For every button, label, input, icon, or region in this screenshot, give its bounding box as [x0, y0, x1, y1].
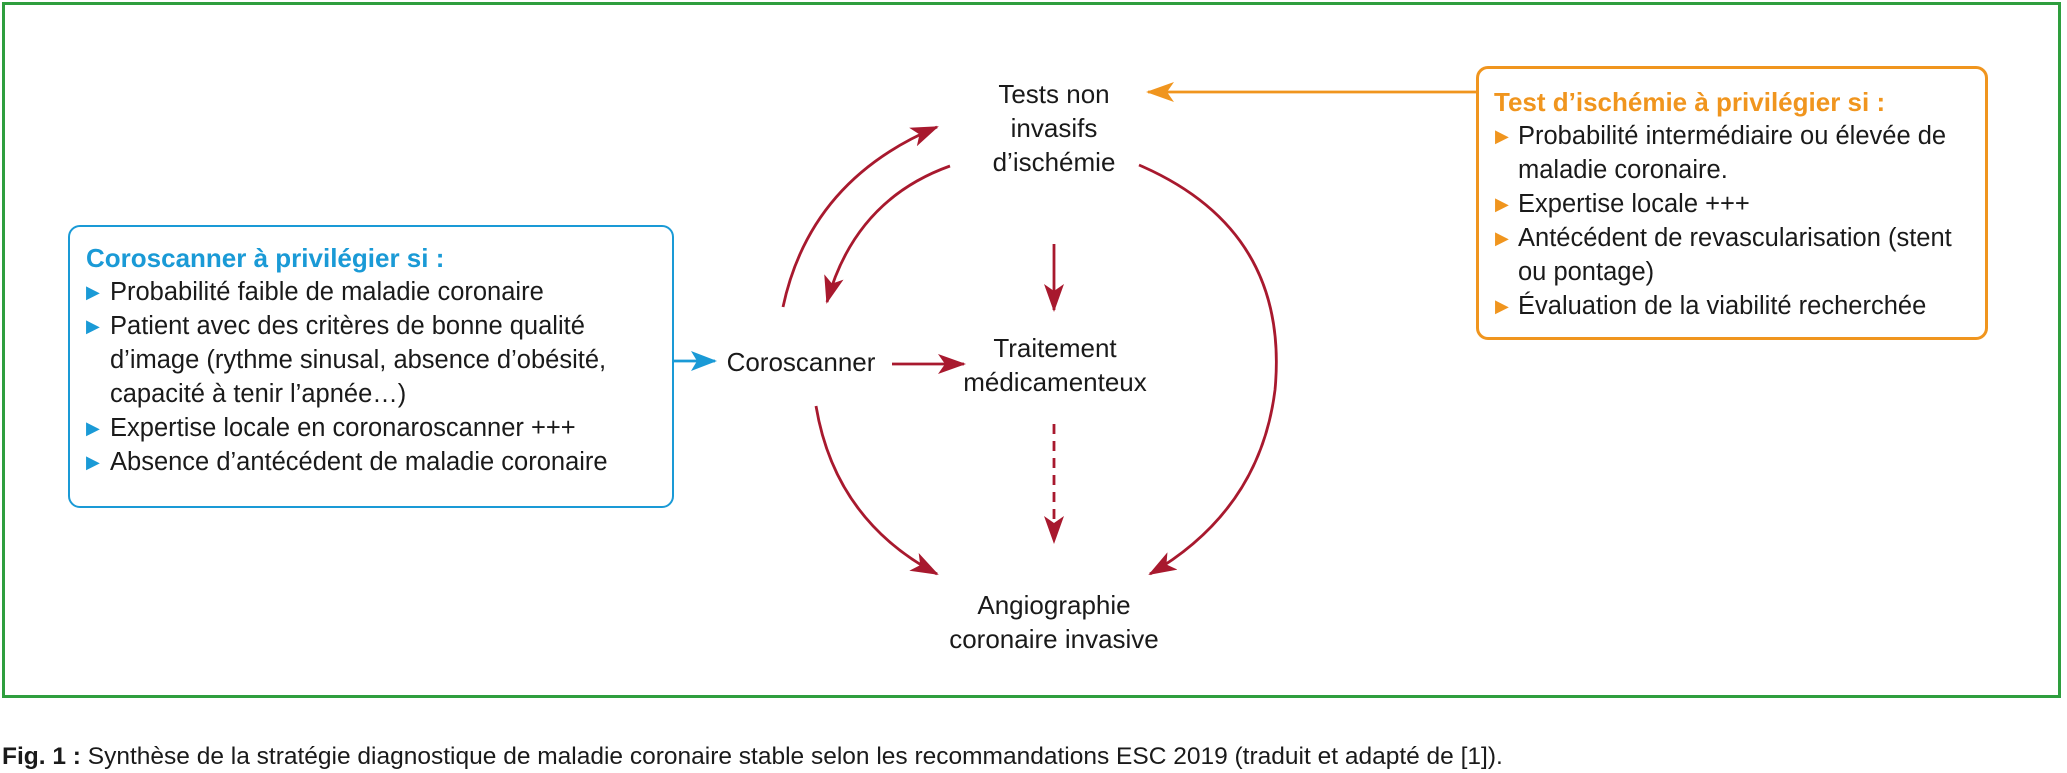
triangle-right-icon: ▶	[1495, 296, 1509, 316]
triangle-right-icon: ▶	[1495, 194, 1509, 214]
coroscanner-criteria-list: ▶Probabilité faible de maladie coronaire…	[86, 275, 658, 479]
coroscanner-box-title: Coroscanner à privilégier si :	[86, 243, 445, 273]
ischemie-criteria-list: ▶Probabilité intermédiaire ou élevée de …	[1494, 119, 1975, 323]
list-item: ▶Absence d’antécédent de maladie coronai…	[86, 445, 658, 479]
ischemie-criteria-box: Test d’ischémie à privilégier si : ▶Prob…	[1476, 66, 1988, 340]
caption-text: Synthèse de la stratégie diagnostique de…	[87, 743, 1503, 770]
figure-caption: Fig. 1 : Synthèse de la stratégie diagno…	[2, 742, 1503, 772]
arrow-coroscanner-to-tests	[781, 125, 939, 308]
figure-frame	[2, 2, 2061, 698]
list-item: ▶Expertise locale +++	[1494, 187, 1975, 221]
arrow-tests-to-coroscanner	[824, 164, 951, 304]
node-tests-non-invasifs: Tests non invasifs d’ischémie	[992, 79, 1116, 177]
triangle-right-icon: ▶	[86, 282, 100, 302]
coroscanner-criteria-box: Coroscanner à privilégier si : ▶Probabil…	[68, 225, 674, 508]
ischemie-box-title: Test d’ischémie à privilégier si :	[1494, 87, 1886, 117]
triangle-right-icon: ▶	[86, 452, 100, 472]
list-item: ▶Antécédent de revascularisation (stent …	[1494, 221, 1975, 289]
caption-label: Fig. 1 :	[2, 743, 81, 770]
arrow-coroscanner-to-angiographie	[814, 405, 939, 576]
list-item: ▶Expertise locale en coronaroscanner +++	[86, 411, 658, 445]
list-item: ▶Probabilité intermédiaire ou élevée de …	[1494, 119, 1975, 187]
arrow-tests-to-angiographie	[1138, 163, 1278, 576]
list-item: ▶Évaluation de la viabilité recherchée	[1494, 289, 1975, 323]
list-item: ▶Probabilité faible de maladie coronaire	[86, 275, 658, 309]
triangle-right-icon: ▶	[86, 418, 100, 438]
node-angiographie: Angiographie coronaire invasive	[949, 590, 1159, 654]
triangle-right-icon: ▶	[1495, 228, 1509, 248]
node-coroscanner: Coroscanner	[726, 347, 876, 377]
triangle-right-icon: ▶	[1495, 126, 1509, 146]
triangle-right-icon: ▶	[86, 316, 100, 336]
list-item: ▶Patient avec des critères de bonne qual…	[86, 309, 658, 411]
node-traitement-medicamenteux: Traitement médicamenteux	[963, 333, 1147, 397]
